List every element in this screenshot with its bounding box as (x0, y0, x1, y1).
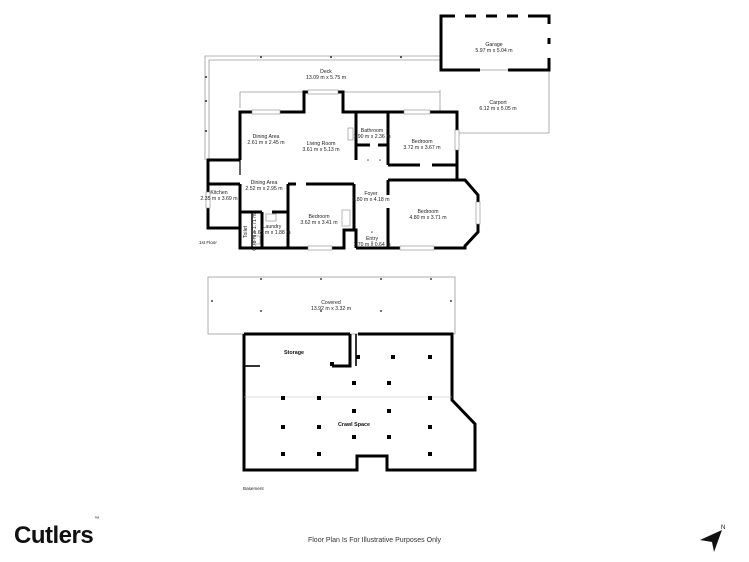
toilet-dims: 0.78 m x 1.71 m (252, 213, 258, 250)
level-first-floor: 1st Floor (199, 240, 217, 245)
north-arrow-icon: N (700, 525, 725, 552)
garage-dims: 5.97 m x 5.04 m (475, 48, 512, 54)
carport-name: Carport (489, 100, 507, 106)
north-label: N (721, 525, 725, 531)
house-walls (206, 90, 480, 250)
deck-dims: 13.09 m x 5.75 m (306, 75, 346, 81)
storage-name: Storage (284, 350, 304, 356)
living-dims: 3.61 m x 5.13 m (302, 147, 339, 153)
dining2-name: Dining Area (251, 180, 278, 186)
crawl-space-name: Crawl Space (338, 422, 370, 428)
deck-posts (205, 56, 402, 132)
room-labels-first-floor: Garage 5.97 m x 5.04 m Carport 6.12 m x … (199, 42, 517, 251)
bedroom3-name: Bedroom (308, 214, 329, 220)
covered-dims: 13.92 m x 3.32 m (311, 306, 351, 312)
crawl-space-piers (281, 355, 432, 456)
deck-name: Deck (320, 69, 332, 75)
bedroom1-dims: 3.72 m x 3.67 m (403, 145, 440, 151)
fixtures (253, 127, 381, 245)
dining1-dims: 2.61 m x 2.45 m (247, 140, 284, 146)
carport-dims: 6.12 m x 5.05 m (479, 106, 516, 112)
garage-name: Garage (485, 42, 502, 48)
garage-walls (439, 14, 551, 72)
basement-walls (242, 332, 477, 472)
entry-name: Entry (366, 236, 379, 242)
living-name: Living Room (307, 141, 336, 147)
toilet-name: Toilet (243, 225, 249, 238)
room-labels-basement: Storage Crawl Space Basement (243, 350, 370, 491)
window-markers (205, 89, 481, 251)
bedroom3-dims: 3.62 m x 3.41 m (300, 220, 337, 226)
brand-trademark: ™ (94, 516, 99, 522)
kitchen-name: Kitchen (210, 190, 227, 196)
dining1-name: Dining Area (253, 134, 280, 140)
entry-dims: 1.70 m x 0.64 m (353, 242, 390, 248)
bedroom2-name: Bedroom (417, 209, 438, 215)
bedroom2-dims: 4.80 m x 3.71 m (409, 215, 446, 221)
dining2-dims: 2.52 m x 2.95 m (245, 186, 282, 192)
bathroom-name: Bathroom (361, 128, 384, 134)
foyer-name: Foyer (364, 191, 378, 197)
brand-name: Cutlers (14, 522, 94, 549)
kitchen-dims: 2.35 m x 3.69 m (200, 196, 237, 202)
covered-area: Covered 13.92 m x 3.32 m (207, 276, 456, 335)
foyer-dims: 1.80 m x 4.18 m (352, 197, 389, 203)
brand-logo: Cutlers™ (14, 516, 99, 550)
bedroom1-name: Bedroom (411, 139, 432, 145)
laundry-name: Laundry (263, 224, 282, 230)
covered-name: Covered (321, 300, 341, 306)
bathroom-dims: 1.90 m x 2.36 m (353, 134, 390, 140)
level-basement: Basement (243, 486, 264, 491)
footer-disclaimer: Floor Plan Is For Illustrative Purposes … (307, 537, 442, 544)
deck-area (204, 55, 440, 160)
laundry-dims: 1.65 m x 1.88 m (253, 230, 290, 236)
